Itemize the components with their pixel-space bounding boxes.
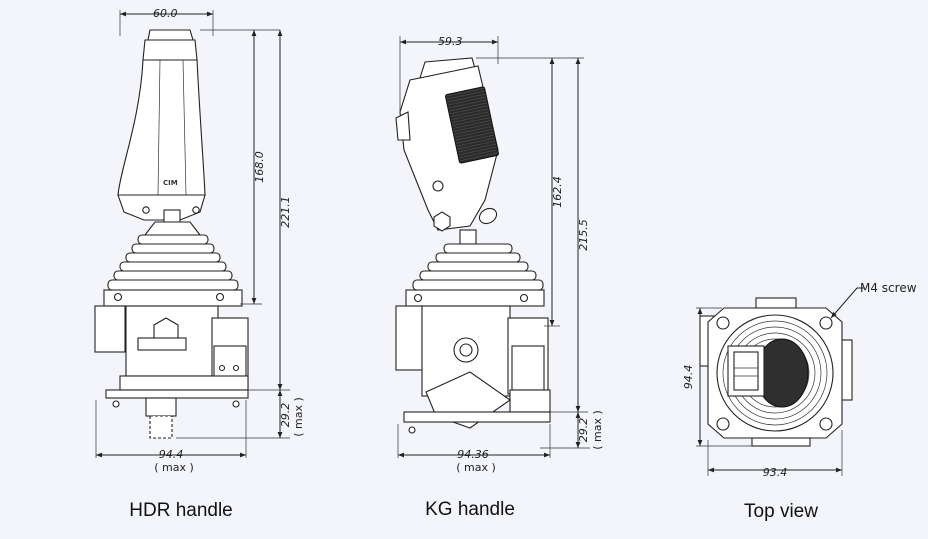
top-view: 94.4 93.4 M4 screw Top view	[682, 281, 917, 522]
kg-width-label: 59.3	[438, 35, 463, 48]
kg-total-height-label: 215.5	[577, 219, 590, 251]
kg-bellows	[412, 243, 544, 291]
hdr-grip-height-label: 168.0	[253, 151, 266, 183]
kg-body	[395, 289, 551, 434]
grip-logo: CIM	[163, 179, 178, 187]
hdr-base-width-max: ( max )	[154, 461, 194, 474]
kg-grip	[395, 57, 499, 245]
hdr-dimensions: 60.0 168.0 221.1 29.2 ( max ) 94.4 ( max…	[95, 7, 305, 474]
top-width-label: 93.4	[763, 466, 788, 479]
hdr-bellows	[107, 221, 239, 291]
hdr-handle-view: CIM	[94, 7, 305, 521]
m4-screw-callout: M4 screw	[860, 281, 917, 295]
kg-base-height-label: 29.2	[577, 418, 590, 443]
hdr-total-height-label: 221.1	[279, 196, 292, 228]
top-view-body	[699, 297, 853, 447]
hdr-grip: CIM	[117, 29, 206, 225]
kg-base-height-max: ( max )	[591, 410, 604, 450]
kg-caption: KG handle	[425, 499, 515, 520]
kg-base-width-label: 94.36	[457, 448, 489, 461]
kg-dimensions: 59.3 162.4 215.5 29.2 ( max ) 94.36 ( ma…	[397, 35, 604, 474]
hdr-base-width-label: 94.4	[159, 448, 184, 461]
hdr-body	[94, 289, 249, 439]
top-view-caption: Top view	[744, 501, 818, 522]
top-view-dimensions: 94.4 93.4 M4 screw	[682, 281, 917, 479]
hdr-width-label: 60.0	[153, 7, 178, 20]
kg-base-width-max: ( max )	[456, 461, 496, 474]
kg-grip-height-label: 162.4	[551, 176, 564, 208]
hdr-base-height-label: 29.2	[279, 403, 292, 428]
kg-handle-view: 59.3 162.4 215.5 29.2 ( max ) 94.36 ( ma…	[395, 35, 604, 520]
hdr-caption: HDR handle	[129, 500, 233, 521]
hdr-base-height-max: ( max )	[292, 397, 305, 437]
top-height-label: 94.4	[682, 365, 695, 390]
